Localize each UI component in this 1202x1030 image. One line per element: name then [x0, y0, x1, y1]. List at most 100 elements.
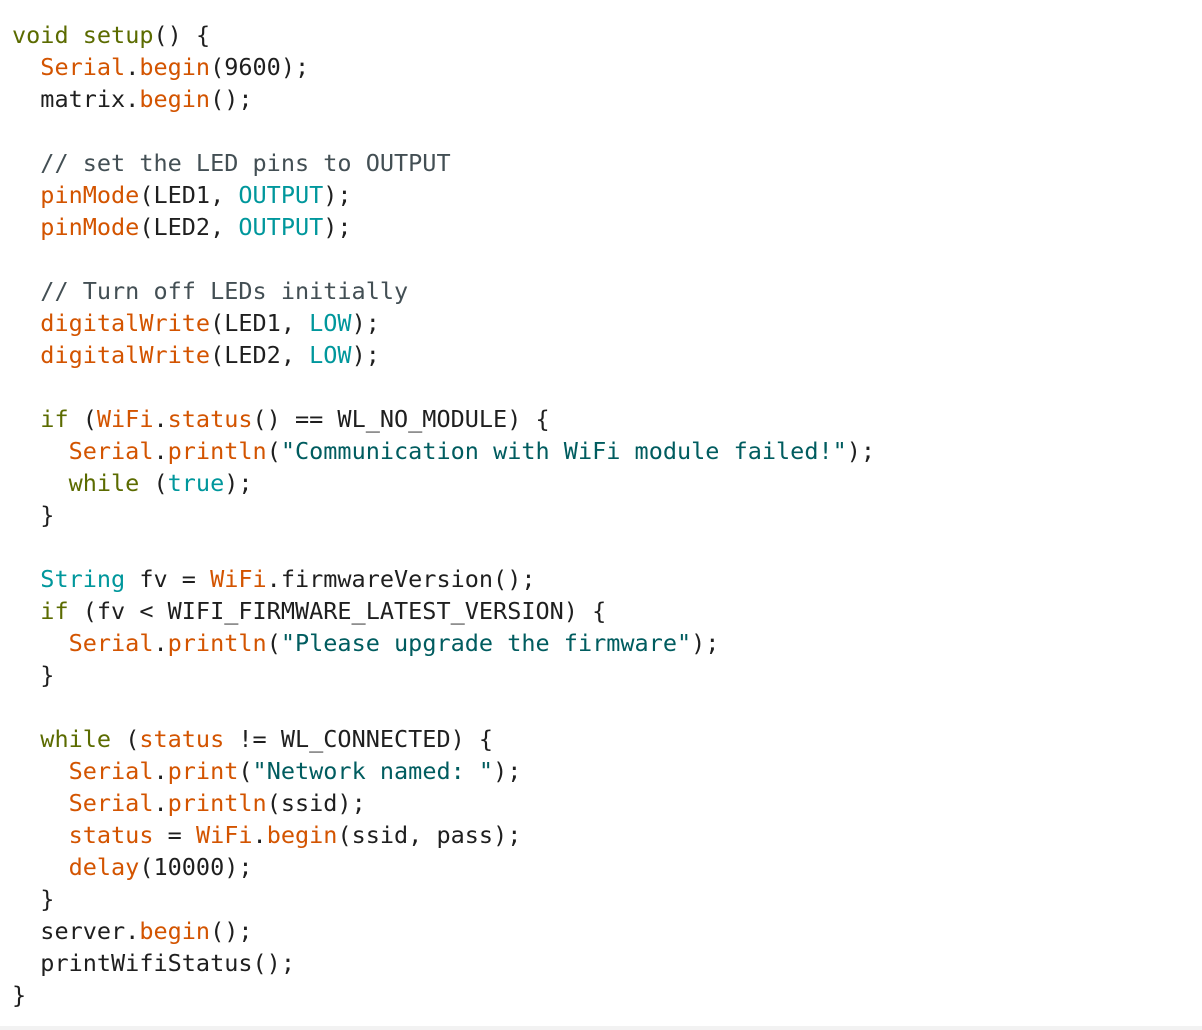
function-token: println	[167, 437, 267, 465]
code-token	[12, 309, 40, 337]
code-token: );	[846, 437, 876, 465]
code-token	[12, 53, 40, 81]
function-token: WiFi	[210, 565, 267, 593]
code-token: (ssid);	[266, 789, 366, 817]
code-line[interactable]: delay(10000);	[12, 851, 875, 883]
code-line[interactable]: while (status != WL_CONNECTED) {	[12, 723, 875, 755]
function-token: status	[139, 725, 225, 753]
code-line[interactable]: status = WiFi.begin(ssid, pass);	[12, 819, 875, 851]
function-token: print	[167, 757, 239, 785]
code-token: matrix.	[12, 85, 140, 113]
code-token: server.	[12, 917, 140, 945]
code-token: != WL_CONNECTED) {	[224, 725, 494, 753]
string-token: "Please upgrade the firmware"	[280, 629, 692, 657]
constant-token: true	[167, 469, 225, 497]
code-token	[12, 565, 40, 593]
function-token: begin	[139, 917, 211, 945]
code-token: (fv < WIFI_FIRMWARE_LATEST_VERSION) {	[68, 597, 607, 625]
code-line[interactable]: }	[12, 883, 875, 915]
function-token: status	[167, 405, 253, 433]
code-line[interactable]	[12, 691, 875, 723]
keyword-token: void	[12, 21, 69, 49]
code-line[interactable]: digitalWrite(LED1, LOW);	[12, 307, 875, 339]
code-line[interactable]: String fv = WiFi.firmwareVersion();	[12, 563, 875, 595]
code-line[interactable]: }	[12, 659, 875, 691]
code-token	[12, 597, 40, 625]
function-token: Serial	[68, 629, 154, 657]
code-token	[12, 789, 69, 817]
function-token: digitalWrite	[40, 341, 211, 369]
code-token	[12, 341, 40, 369]
function-token: println	[167, 789, 267, 817]
code-token: .	[153, 629, 168, 657]
code-line[interactable]: Serial.println("Please upgrade the firmw…	[12, 627, 875, 659]
code-token: .firmwareVersion();	[266, 565, 536, 593]
code-line[interactable]: while (true);	[12, 467, 875, 499]
code-line[interactable]: server.begin();	[12, 915, 875, 947]
code-token: );	[323, 213, 352, 241]
code-area[interactable]: void setup() { Serial.begin(9600); matri…	[12, 19, 875, 1011]
code-token: (	[139, 469, 168, 497]
code-token: }	[12, 885, 55, 913]
function-token: digitalWrite	[40, 309, 211, 337]
function-token: pinMode	[40, 181, 140, 209]
keyword-token: setup	[82, 21, 154, 49]
code-token	[69, 21, 83, 49]
keyword-token: if	[40, 405, 69, 433]
code-line[interactable]: matrix.begin();	[12, 83, 875, 115]
constant-token: String	[40, 565, 126, 593]
code-token: .	[153, 437, 168, 465]
constant-token: LOW	[309, 341, 352, 369]
code-token: );	[691, 629, 720, 657]
code-token: (	[68, 405, 97, 433]
code-token: );	[351, 309, 380, 337]
function-token: println	[167, 629, 267, 657]
code-line[interactable]: // Turn off LEDs initially	[12, 275, 875, 307]
code-line[interactable]	[12, 371, 875, 403]
code-line[interactable]: }	[12, 979, 875, 1011]
code-line[interactable]: void setup() {	[12, 19, 875, 51]
code-token: .	[125, 53, 140, 81]
code-token: fv =	[125, 565, 211, 593]
code-line[interactable]: // set the LED pins to OUTPUT	[12, 147, 875, 179]
code-token: (LED2,	[139, 213, 239, 241]
code-line[interactable]: }	[12, 499, 875, 531]
constant-token: OUTPUT	[238, 181, 324, 209]
code-token: .	[153, 405, 168, 433]
string-token: "Network named: "	[252, 757, 494, 785]
function-token: begin	[139, 85, 211, 113]
code-line[interactable]: Serial.begin(9600);	[12, 51, 875, 83]
code-token: );	[493, 757, 522, 785]
code-line[interactable]	[12, 115, 875, 147]
code-line[interactable]: pinMode(LED2, OUTPUT);	[12, 211, 875, 243]
code-token: (ssid, pass);	[337, 821, 522, 849]
keyword-token: if	[40, 597, 69, 625]
keyword-token: while	[40, 725, 112, 753]
function-token: Serial	[68, 437, 154, 465]
string-token: "Communication with WiFi module failed!"	[280, 437, 847, 465]
code-token: (	[266, 437, 281, 465]
function-token: status	[68, 821, 154, 849]
code-line[interactable]: Serial.println(ssid);	[12, 787, 875, 819]
constant-token: OUTPUT	[238, 213, 324, 241]
code-token: ();	[210, 917, 253, 945]
comment-token: // set the LED pins to OUTPUT	[40, 149, 451, 177]
code-line[interactable]	[12, 243, 875, 275]
code-token: .	[153, 757, 168, 785]
code-line[interactable]: digitalWrite(LED2, LOW);	[12, 339, 875, 371]
code-line[interactable]: printWifiStatus();	[12, 947, 875, 979]
code-line[interactable]: pinMode(LED1, OUTPUT);	[12, 179, 875, 211]
code-token	[12, 181, 40, 209]
code-token	[12, 853, 69, 881]
code-token: (10000);	[139, 853, 253, 881]
code-line[interactable]: Serial.print("Network named: ");	[12, 755, 875, 787]
code-line[interactable]: Serial.println("Communication with WiFi …	[12, 435, 875, 467]
code-token	[12, 757, 69, 785]
code-token	[12, 821, 69, 849]
code-line[interactable]: if (fv < WIFI_FIRMWARE_LATEST_VERSION) {	[12, 595, 875, 627]
function-token: delay	[68, 853, 140, 881]
code-line[interactable]	[12, 531, 875, 563]
code-token	[12, 469, 69, 497]
code-line[interactable]: if (WiFi.status() == WL_NO_MODULE) {	[12, 403, 875, 435]
